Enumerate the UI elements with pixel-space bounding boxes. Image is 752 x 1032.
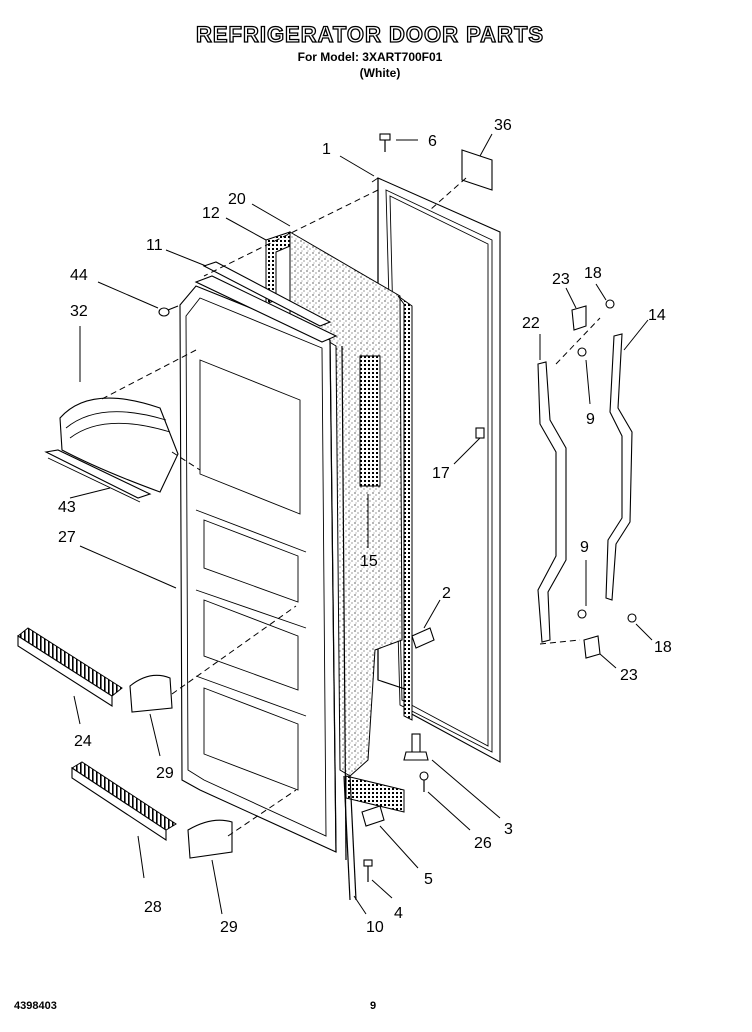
callout-11: 11: [146, 237, 163, 254]
dispenser-trim-43: [44, 449, 152, 503]
callout-29-lower: 29: [220, 919, 238, 936]
callout-15: 15: [360, 553, 378, 570]
callout-43: 43: [58, 499, 76, 516]
screw-4: [363, 859, 373, 882]
assembly-lines: [99, 177, 601, 837]
callout-22: 22: [522, 315, 540, 332]
callout-12: 12: [202, 205, 220, 222]
callout-18-lower: 18: [654, 639, 672, 656]
callout-23-upper: 23: [552, 271, 570, 288]
callout-26: 26: [474, 835, 492, 852]
bracket-23-lower: [583, 635, 601, 659]
leader-lines: [69, 133, 653, 915]
callout-1: 1: [322, 141, 331, 158]
screw-18-upper: [605, 299, 615, 309]
callout-44: 44: [70, 267, 88, 284]
clip-17: [475, 427, 485, 439]
shelf-end-cap-lower: [187, 819, 233, 859]
screw-9-upper: [577, 347, 587, 357]
model-line: For Model: 3XART700F01: [297, 50, 443, 64]
bracket-23-upper: [571, 305, 587, 331]
hinge-pin-3: [403, 733, 429, 761]
screw-44: [158, 305, 179, 317]
callout-24: 24: [74, 733, 92, 750]
shelf-bar-24: [17, 627, 123, 708]
hinge-2: [411, 627, 435, 649]
callout-6: 6: [428, 133, 437, 150]
door-liner-foam: [265, 231, 413, 813]
callout-10: 10: [366, 919, 384, 936]
foam-strip: [359, 355, 381, 487]
callout-36: 36: [494, 117, 512, 134]
callout-4: 4: [394, 905, 403, 922]
callout-9-lower: 9: [580, 539, 589, 556]
callout-5: 5: [424, 871, 433, 888]
callout-17: 17: [432, 465, 450, 482]
shelf-end-cap-upper: [129, 674, 173, 713]
callout-9-upper: 9: [586, 411, 595, 428]
variant-label: (White): [359, 66, 401, 80]
screw-6: [379, 133, 391, 152]
page-title: REFRIGERATOR DOOR PARTS: [195, 21, 545, 47]
callout-27: 27: [58, 529, 76, 546]
door-handle: [537, 361, 567, 643]
label-36: [461, 149, 493, 191]
document-number: 4398403: [14, 1000, 57, 1012]
callout-18-upper: 18: [584, 265, 602, 282]
gasket-strip-10: [343, 775, 357, 901]
screw-18-lower: [627, 613, 637, 623]
callout-29-upper: 29: [156, 765, 174, 782]
bracket-5: [361, 805, 385, 827]
callout-14: 14: [648, 307, 666, 324]
callout-3: 3: [504, 821, 513, 838]
screw-26: [419, 771, 429, 792]
page-number: 9: [370, 1000, 377, 1012]
top-trim-strip: [194, 261, 338, 343]
shelf-bar-28: [71, 761, 177, 842]
handle-trim: [605, 333, 633, 601]
dispenser-cover: [59, 397, 179, 493]
callout-32: 32: [70, 303, 88, 320]
callout-20: 20: [228, 191, 246, 208]
callout-labels: 1 6 36 20 12 11 44 32 43 27 24 29 28 29 …: [58, 117, 672, 936]
inner-door-liner: [179, 285, 347, 861]
screw-9-lower: [577, 609, 587, 619]
callout-23-lower: 23: [620, 667, 638, 684]
callout-2: 2: [442, 585, 451, 602]
callout-28: 28: [144, 899, 162, 916]
